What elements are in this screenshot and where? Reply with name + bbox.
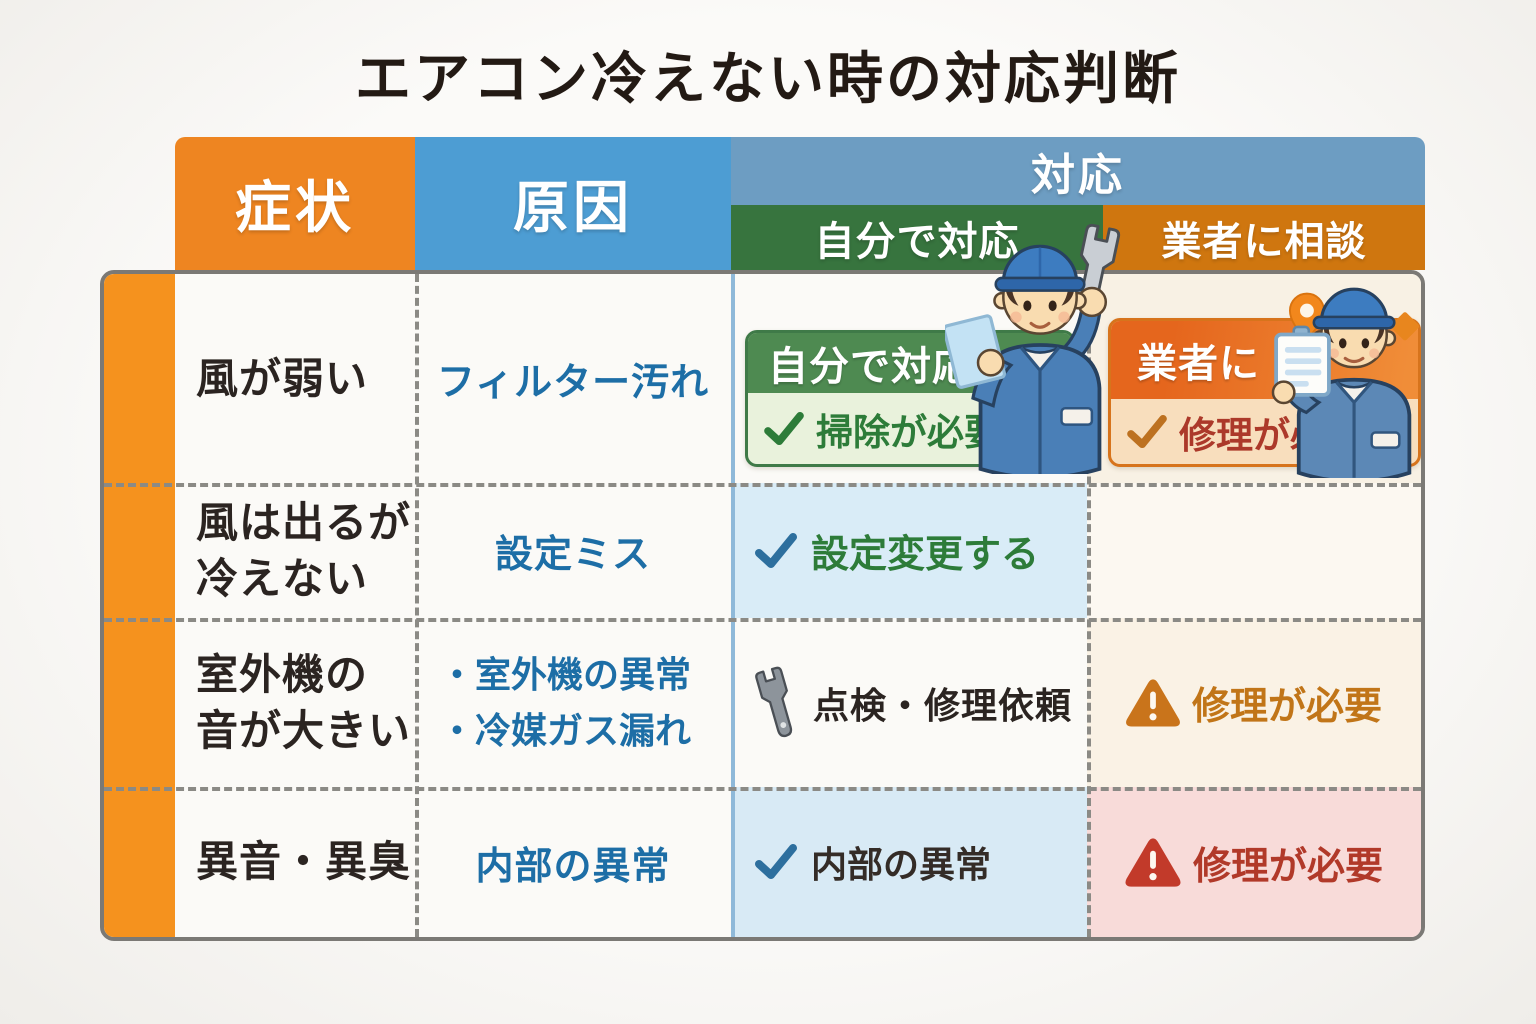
consult-pro-row3: 修理が必要 <box>1087 618 1421 787</box>
check-icon <box>764 412 804 446</box>
column-header-cause: 原因 <box>415 137 731 270</box>
check-icon <box>755 844 797 880</box>
warning-icon <box>1125 837 1181 887</box>
symptom-row1: 風が弱い <box>196 354 369 402</box>
symptom-row2: 風は出るが 冷えない <box>196 499 412 602</box>
cell-bg-row2-pro <box>1087 483 1421 618</box>
column-header-symptom: 症状 <box>175 137 415 270</box>
divider-self-pro <box>1087 274 1091 937</box>
self-action-row3-text: 点検・修理依頼 <box>813 684 1073 726</box>
column-header-self-action: 自分で対応 <box>731 205 1103 270</box>
cell-bg-row2-self <box>731 483 1087 618</box>
divider-cause-response <box>731 274 735 937</box>
cap <box>1319 287 1389 324</box>
hand <box>1271 380 1296 405</box>
cause-row4: 内部の異常 <box>475 845 671 888</box>
cause-row3-item1: ・室外機の異常 <box>439 653 692 695</box>
cell-bg-row4-self <box>731 787 1087 937</box>
page-title: エアコン冷えない時の対応判断 <box>355 47 1181 110</box>
consult-pro-row4: 修理が必要 <box>1087 787 1421 937</box>
hand <box>976 348 1005 377</box>
worker-with-clipboard-illustration <box>1271 287 1420 478</box>
divider-symptom-cause <box>415 274 419 937</box>
column-header-response: 対応 <box>731 137 1425 205</box>
clipboard-icon <box>1274 325 1331 397</box>
row-divider-2 <box>104 618 1421 622</box>
self-action-row2: 設定変更する <box>731 483 1087 618</box>
self-action-row4-text: 内部の異常 <box>811 844 992 885</box>
consult-pro-row4-text: 修理が必要 <box>1192 845 1383 888</box>
check-icon <box>755 533 797 569</box>
worker-with-wrench-illustration <box>945 222 1122 474</box>
self-action-card-text: 掃除が必要 <box>816 411 1001 453</box>
self-action-row4: 内部の異常 <box>731 787 1087 937</box>
accent-stripe <box>104 274 175 937</box>
column-header-consult-pro: 業者に相談 <box>1103 205 1425 270</box>
symptom-row4: 異音・異臭 <box>196 838 412 886</box>
cause-row1: フィルター汚れ <box>436 362 710 404</box>
consult-pro-row2 <box>1087 483 1421 618</box>
cause-row3-item2: ・冷媒ガス漏れ <box>439 709 692 751</box>
warning-icon <box>1126 678 1180 727</box>
row-divider-1 <box>104 483 1421 487</box>
row-divider-3 <box>104 787 1421 791</box>
diamond-icon <box>1390 312 1420 341</box>
self-action-row2-text: 設定変更する <box>811 534 1040 576</box>
table-body: 風が弱い フィルター汚れ 自分で対応 掃除が必要 業者に 修理が必要 風は出るが… <box>100 270 1425 941</box>
symptom-row3: 室外機の 音が大きい <box>196 651 412 754</box>
consult-pro-row3-text: 修理が必要 <box>1191 686 1382 728</box>
self-action-row3: 点検・修理依頼 <box>731 618 1087 787</box>
wrench-icon <box>745 660 808 745</box>
cause-row2: 設定ミス <box>494 534 651 576</box>
cause-row3: ・室外機の異常 ・冷媒ガス漏れ <box>415 618 731 787</box>
self-action-card-body: 掃除が必要 <box>748 393 1072 464</box>
